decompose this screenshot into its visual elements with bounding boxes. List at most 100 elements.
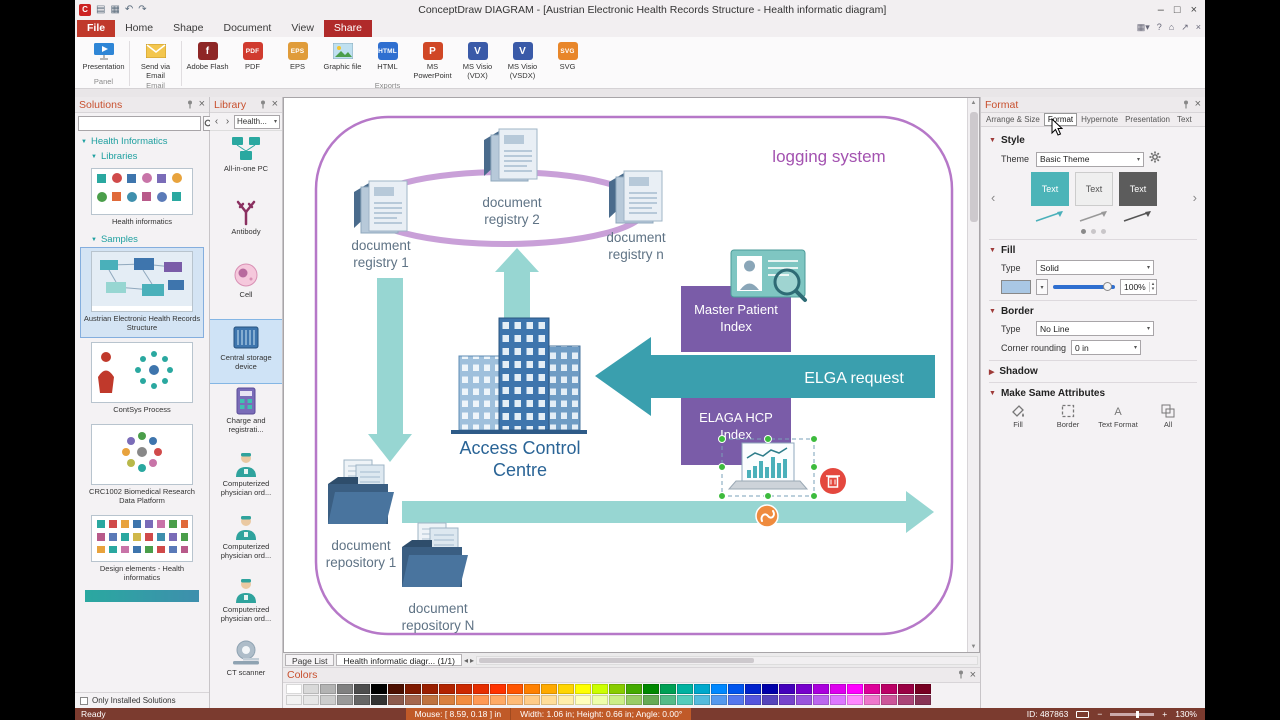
maximize-button[interactable]: □ [1173, 3, 1181, 16]
color-swatch[interactable] [915, 695, 931, 705]
color-swatch[interactable] [490, 695, 506, 705]
color-swatch[interactable] [745, 695, 761, 705]
close-panel-icon[interactable]: × [1194, 98, 1201, 110]
page-list-button[interactable]: Page List [285, 654, 335, 666]
color-swatch[interactable] [422, 695, 438, 705]
hscroll-thumb[interactable] [478, 657, 754, 663]
tab-document[interactable]: Document [223, 22, 272, 34]
make-same-all-button[interactable]: All [1145, 403, 1191, 430]
color-swatch[interactable] [796, 684, 812, 694]
color-swatch[interactable] [643, 684, 659, 694]
color-swatch[interactable] [762, 695, 778, 705]
shadow-section-header[interactable]: ▶Shadow [989, 366, 1038, 377]
node-document-registry-n[interactable]: document registry n [606, 170, 666, 262]
zoom-in-icon[interactable]: + [1162, 709, 1168, 719]
elga-request-arrow[interactable]: ELGA request [595, 337, 935, 416]
color-swatch[interactable] [507, 684, 523, 694]
smart-connector-button[interactable] [755, 504, 779, 528]
library-item-all-in-one-pc[interactable]: All-in-one PC [210, 131, 282, 194]
color-swatch[interactable] [626, 695, 642, 705]
color-swatch[interactable] [473, 695, 489, 705]
color-swatch[interactable] [286, 695, 302, 705]
tab-text[interactable]: Text [1177, 115, 1192, 124]
color-swatch[interactable] [337, 684, 353, 694]
arrow-bottom[interactable] [402, 491, 934, 533]
theme-preview-3[interactable]: Text [1119, 172, 1157, 223]
color-swatch[interactable] [388, 684, 404, 694]
color-swatch[interactable] [371, 695, 387, 705]
tab-view[interactable]: View [291, 22, 314, 34]
ms-visio-vsdx-button[interactable]: V MS Visio (VSDX) [500, 39, 545, 80]
color-swatch[interactable] [796, 695, 812, 705]
pin-icon[interactable] [259, 96, 267, 114]
redo-icon[interactable]: ↷ [138, 4, 147, 15]
color-swatch[interactable] [609, 684, 625, 694]
make-same-fill-button[interactable]: Fill [995, 403, 1041, 430]
color-swatch[interactable] [830, 695, 846, 705]
make-same-section-header[interactable]: ▼Make Same Attributes [989, 388, 1106, 399]
theme-pager-dots[interactable] [989, 229, 1197, 234]
library-item-cpoe-3[interactable]: Computerized physician ord... [210, 572, 282, 635]
svg-button[interactable]: SVG SVG [545, 39, 590, 80]
tree-item-health-informatics[interactable]: ▼ Health Informatics [81, 136, 168, 147]
sample-design-elements[interactable]: Design elements - Health informatics [81, 512, 203, 587]
eps-button[interactable]: EPS EPS [275, 39, 320, 80]
color-swatch[interactable] [354, 684, 370, 694]
expand-ribbon-icon[interactable]: ↗ [1181, 22, 1189, 32]
color-swatch[interactable] [422, 684, 438, 694]
zoom-out-icon[interactable]: − [1097, 709, 1103, 719]
keyboard-icon[interactable] [1076, 710, 1090, 718]
adobe-flash-button[interactable]: f Adobe Flash [185, 39, 230, 80]
fill-color-swatch[interactable] [1001, 280, 1031, 294]
color-swatch[interactable] [745, 684, 761, 694]
fill-color-dropdown-icon[interactable]: ▾ [1036, 279, 1048, 295]
tab-shape[interactable]: Shape [173, 22, 204, 34]
color-swatch[interactable] [915, 684, 931, 694]
theme-prev-icon[interactable]: ‹ [991, 190, 996, 205]
color-swatch[interactable] [728, 684, 744, 694]
tree-item-libraries[interactable]: ▼ Libraries [91, 151, 138, 162]
send-via-email-button[interactable]: Send via Email [133, 39, 178, 80]
graphic-file-button[interactable]: Graphic file [320, 39, 365, 80]
tab-presentation[interactable]: Presentation [1125, 115, 1170, 124]
color-swatch[interactable] [286, 684, 302, 694]
color-swatch[interactable] [337, 695, 353, 705]
color-swatch[interactable] [677, 684, 693, 694]
color-swatch[interactable] [303, 684, 319, 694]
color-swatch[interactable] [558, 695, 574, 705]
tab-file[interactable]: File [77, 20, 116, 37]
zoom-slider[interactable] [1110, 710, 1155, 718]
close-panel-icon[interactable]: × [271, 98, 278, 110]
color-swatch[interactable] [864, 684, 880, 694]
theme-preview-2[interactable]: Text [1075, 172, 1113, 223]
color-swatch[interactable] [388, 695, 404, 705]
delete-button[interactable] [820, 468, 846, 494]
undo-icon[interactable]: ↶ [124, 4, 134, 15]
prev-page-icon[interactable]: ◂ [463, 655, 468, 665]
color-swatch[interactable] [898, 684, 914, 694]
sample-crc1002[interactable]: CRC1002 Biomedical Research Data Platfor… [81, 421, 203, 510]
color-swatch[interactable] [541, 695, 557, 705]
help-icon[interactable]: ? [1156, 22, 1162, 32]
library-thumbnail-health-informatics[interactable]: Health informatics [81, 165, 203, 231]
color-swatch[interactable] [847, 695, 863, 705]
gear-icon[interactable] [1149, 150, 1161, 168]
color-swatch[interactable] [490, 684, 506, 694]
ms-visio-vdx-button[interactable]: V MS Visio (VDX) [455, 39, 500, 80]
color-swatch[interactable] [592, 684, 608, 694]
selection-handles[interactable] [718, 435, 818, 500]
scroll-up-icon[interactable]: ▲ [970, 100, 977, 106]
color-swatch[interactable] [864, 695, 880, 705]
library-item-central-storage-device[interactable]: Central storage device [210, 319, 282, 384]
color-swatch[interactable] [626, 684, 642, 694]
color-swatch[interactable] [779, 684, 795, 694]
scroll-down-icon[interactable]: ▼ [970, 644, 977, 650]
corner-rounding-select[interactable]: 0 in▾ [1071, 340, 1142, 355]
color-swatch[interactable] [592, 695, 608, 705]
sample-partial[interactable] [85, 590, 199, 602]
border-type-select[interactable]: No Line▾ [1036, 321, 1154, 336]
arrow-down[interactable] [368, 278, 412, 462]
node-laptop-chart-selected[interactable] [718, 435, 818, 500]
workspace-layout-icon[interactable]: ▦▾ [1136, 22, 1150, 32]
fill-opacity-slider[interactable] [1053, 280, 1115, 294]
